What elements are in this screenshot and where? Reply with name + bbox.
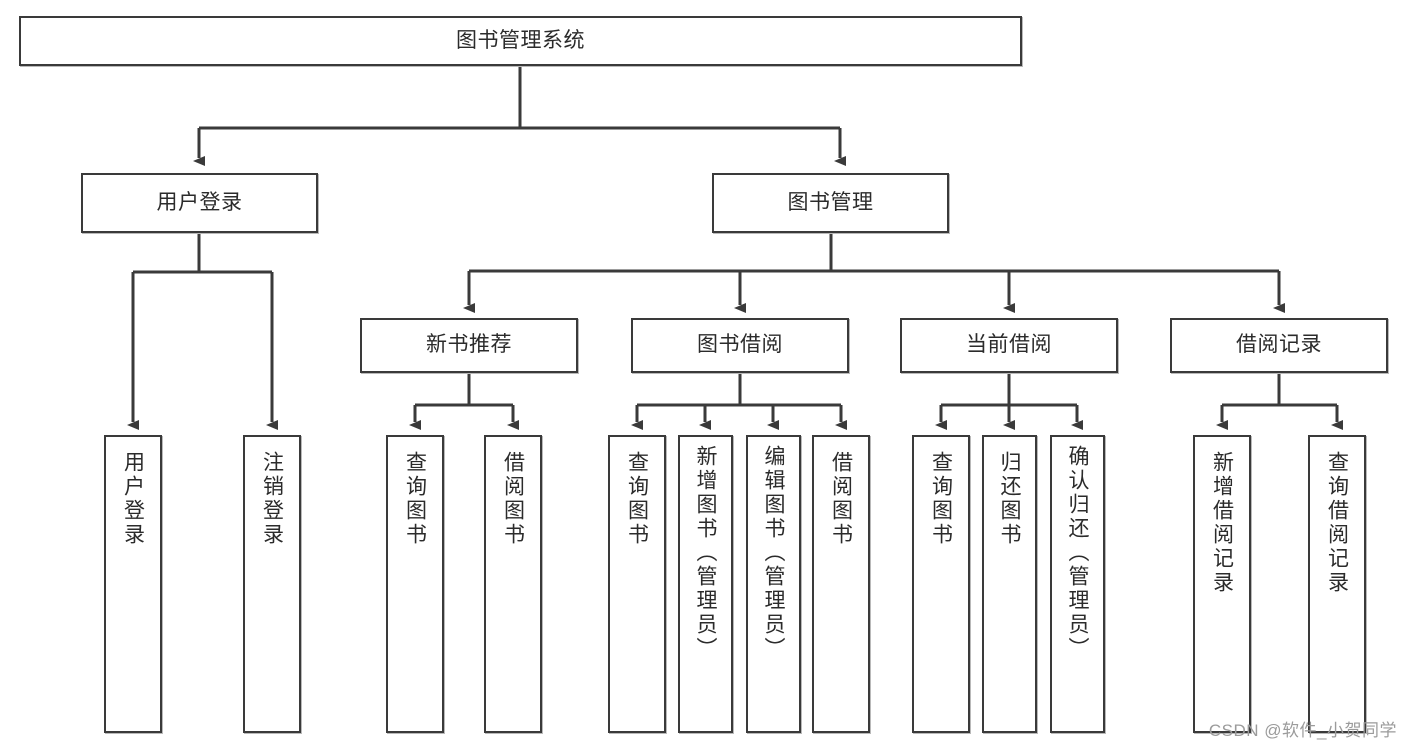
node-leaf-query-book-1-label: 查询图书 bbox=[403, 451, 427, 547]
node-leaf-borrow-book-1[interactable]: 借阅图书 bbox=[484, 435, 542, 733]
watermark-text: CSDN @软件_小贺同学 bbox=[1208, 721, 1397, 740]
node-leaf-borrow-book-2[interactable]: 借阅图书 bbox=[812, 435, 870, 733]
node-leaf-edit-book[interactable]: 编辑图书（管理员） bbox=[746, 435, 801, 733]
node-current-borrow[interactable]: 当前借阅 bbox=[900, 318, 1118, 373]
node-leaf-logout-login-label: 注销登录 bbox=[260, 451, 284, 547]
node-leaf-query-record-label: 查询借阅记录 bbox=[1325, 451, 1349, 595]
node-root-label: 图书管理系统 bbox=[456, 28, 585, 52]
node-leaf-query-book-2-label: 查询图书 bbox=[625, 451, 649, 547]
node-leaf-query-book-2[interactable]: 查询图书 bbox=[608, 435, 666, 733]
node-leaf-query-book-3[interactable]: 查询图书 bbox=[912, 435, 970, 733]
node-leaf-query-book-1[interactable]: 查询图书 bbox=[386, 435, 444, 733]
node-borrow-record-label: 借阅记录 bbox=[1236, 333, 1322, 357]
node-leaf-add-record[interactable]: 新增借阅记录 bbox=[1193, 435, 1251, 733]
node-leaf-add-record-label: 新增借阅记录 bbox=[1210, 451, 1234, 595]
node-leaf-confirm-return-label: 确认归还（管理员） bbox=[1066, 445, 1089, 661]
node-leaf-borrow-book-2-label: 借阅图书 bbox=[829, 451, 853, 547]
node-leaf-borrow-book-1-label: 借阅图书 bbox=[501, 451, 525, 547]
node-user-login-label: 用户登录 bbox=[156, 190, 243, 214]
node-new-book-recommend[interactable]: 新书推荐 bbox=[360, 318, 578, 373]
node-book-manage[interactable]: 图书管理 bbox=[712, 173, 949, 233]
node-leaf-logout-login[interactable]: 注销登录 bbox=[243, 435, 301, 733]
node-user-login[interactable]: 用户登录 bbox=[81, 173, 318, 233]
node-current-borrow-label: 当前借阅 bbox=[966, 333, 1052, 357]
node-leaf-return-book-label: 归还图书 bbox=[998, 451, 1021, 547]
node-book-borrow-label: 图书借阅 bbox=[697, 333, 783, 357]
node-leaf-edit-book-label: 编辑图书（管理员） bbox=[762, 445, 785, 661]
node-book-borrow[interactable]: 图书借阅 bbox=[631, 318, 849, 373]
node-leaf-query-record[interactable]: 查询借阅记录 bbox=[1308, 435, 1366, 733]
node-leaf-query-book-3-label: 查询图书 bbox=[929, 451, 953, 547]
node-leaf-user-login[interactable]: 用户登录 bbox=[104, 435, 162, 733]
node-book-manage-label: 图书管理 bbox=[787, 190, 874, 214]
node-new-book-recommend-label: 新书推荐 bbox=[426, 333, 512, 357]
node-leaf-add-book[interactable]: 新增图书（管理员） bbox=[678, 435, 733, 733]
node-leaf-return-book[interactable]: 归还图书 bbox=[982, 435, 1037, 733]
node-root[interactable]: 图书管理系统 bbox=[19, 16, 1022, 66]
node-leaf-confirm-return[interactable]: 确认归还（管理员） bbox=[1050, 435, 1105, 733]
node-borrow-record[interactable]: 借阅记录 bbox=[1170, 318, 1388, 373]
node-leaf-add-book-label: 新增图书（管理员） bbox=[694, 445, 717, 661]
node-leaf-user-login-label: 用户登录 bbox=[121, 451, 145, 547]
